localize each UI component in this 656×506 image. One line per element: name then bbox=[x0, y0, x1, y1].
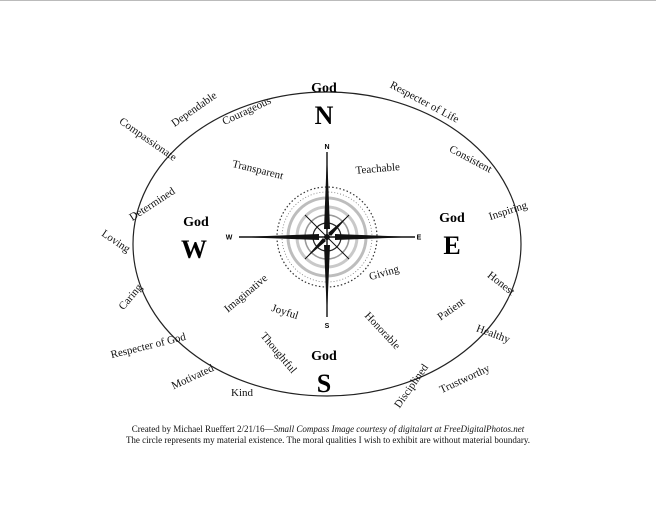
quality-courageous: Courageous bbox=[220, 95, 273, 128]
compass-star-ne bbox=[328, 215, 349, 236]
quality-consistent: Consistent bbox=[447, 143, 494, 175]
compass-star-east bbox=[335, 234, 415, 240]
quality-joyful: Joyful bbox=[270, 302, 300, 322]
quality-honorable: Honorable bbox=[362, 310, 403, 352]
west-god-label: God bbox=[183, 215, 209, 230]
quality-loving: Loving bbox=[99, 228, 132, 256]
compass-letter-w: W bbox=[226, 235, 233, 242]
footer-caption: The circle represents my material existe… bbox=[125, 435, 531, 445]
quality-trustworthy: Trustworthy bbox=[438, 362, 492, 396]
quality-transparent: Transparent bbox=[231, 158, 285, 182]
quality-inspiring: Inspiring bbox=[487, 199, 529, 223]
compass-star-south bbox=[324, 245, 330, 317]
quality-compassionate: Compassionate bbox=[117, 115, 179, 163]
west-letter: W bbox=[181, 235, 207, 264]
top-border-line bbox=[0, 0, 656, 1]
quality-kind: Kind bbox=[231, 387, 254, 399]
compass-star-sw bbox=[305, 238, 326, 259]
south-letter: S bbox=[317, 369, 331, 398]
quality-motivated: Motivated bbox=[170, 362, 217, 392]
north-god-label: God bbox=[311, 81, 337, 96]
compass-letter-n: N bbox=[324, 144, 329, 151]
compass-letter-e: E bbox=[417, 235, 422, 242]
quality-respecter-of-god: Respecter of God bbox=[109, 331, 187, 361]
quality-patient: Patient bbox=[435, 296, 467, 323]
footer-credit-line: Created by Michael Rueffert 2/21/16—Smal… bbox=[0, 424, 656, 434]
north-letter: N bbox=[315, 101, 334, 130]
material-existence-ellipse bbox=[132, 91, 522, 397]
south-god-label: God bbox=[311, 349, 337, 364]
quality-healthy: Healthy bbox=[475, 323, 512, 346]
footer-credit-author: Created by Michael Rueffert 2/21/16— bbox=[131, 424, 274, 434]
quality-teachable: Teachable bbox=[355, 161, 400, 177]
quality-imaginative: Imaginative bbox=[222, 272, 270, 315]
east-letter: E bbox=[443, 231, 460, 260]
quality-giving: Giving bbox=[368, 263, 401, 283]
small-compass: N S E W bbox=[226, 144, 422, 330]
compass-letter-s: S bbox=[325, 323, 330, 330]
quality-honest: Honest bbox=[485, 269, 517, 298]
compass-star-north bbox=[324, 152, 330, 229]
quality-dependable: Dependable bbox=[169, 89, 219, 129]
compass-star-west bbox=[239, 234, 319, 240]
quality-thoughtful: Thoughtful bbox=[258, 330, 299, 376]
footer-credit-image: Small Compass Image courtesy of digitala… bbox=[273, 424, 525, 434]
east-god-label: God bbox=[439, 211, 465, 226]
compass-hub bbox=[324, 234, 330, 240]
quality-determined: Determined bbox=[127, 185, 178, 224]
